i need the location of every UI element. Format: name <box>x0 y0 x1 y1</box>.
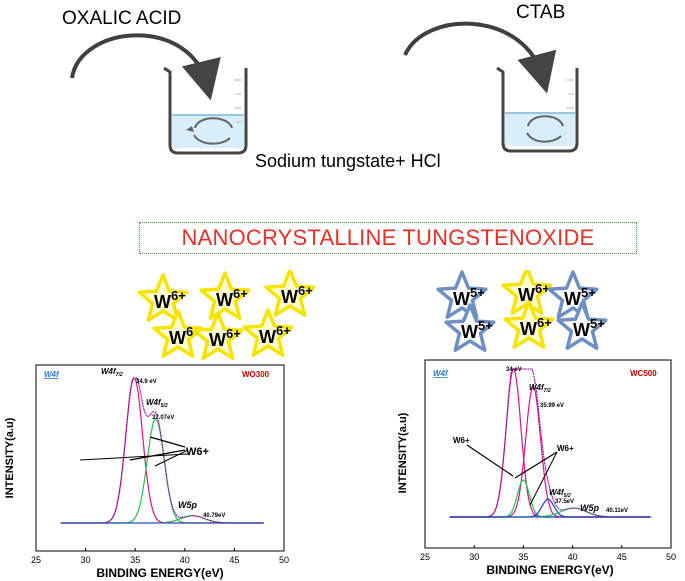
x-tick-label: 50 <box>666 552 676 562</box>
svg-text:W6+: W6+ <box>281 283 313 307</box>
y-axis-label: INTENSITY(a.u) <box>397 412 409 493</box>
sample-label: WC500 <box>630 369 657 378</box>
x-tick-label: 45 <box>617 552 627 562</box>
x-tick-label: 35 <box>518 552 528 562</box>
svg-text:W6+: W6+ <box>209 326 241 350</box>
peak-label-w5p: W5p <box>580 503 600 513</box>
left-ion-star: W6+ <box>242 308 294 357</box>
oxalic-acid-label: OXALIC ACID <box>62 8 182 29</box>
left-ion-star: W6+ <box>264 270 316 317</box>
ion-stars: W6+ W6+ W6+ W6+ W6+ W6+ W5+ W6+ W5+ W5+ W6+ W5+ <box>137 270 608 360</box>
svg-text:W5+: W5+ <box>573 316 605 340</box>
right-ion-star: W5+ <box>556 301 608 350</box>
fit-component-curve <box>60 377 264 524</box>
peak-energy-w6: 34 eV <box>506 367 522 373</box>
left-ion-star: W6+ <box>192 311 244 360</box>
svg-text:W5+: W5+ <box>461 318 493 342</box>
plot-frame <box>424 359 672 549</box>
right-addition-arrow <box>403 21 557 94</box>
ctab-label: CTAB <box>516 2 566 23</box>
corner-label: W4f <box>44 370 60 379</box>
peak-energy-w5p: 40.11eV <box>606 508 628 514</box>
peak-energy-w5p: 40.79eV <box>203 513 225 519</box>
synthesis-schematic <box>70 21 579 155</box>
plot-frame <box>35 364 285 552</box>
svg-text:W6+: W6+ <box>520 315 552 339</box>
left-beaker <box>163 66 248 155</box>
svg-text:W6+: W6+ <box>154 288 186 312</box>
right-beaker <box>496 66 579 153</box>
peak-label-w5p: W5p <box>178 500 198 510</box>
corner-label: W4f <box>433 369 449 378</box>
left-ion-star: W6+ <box>199 271 251 320</box>
svg-text:W5+: W5+ <box>564 285 596 309</box>
w6-arrow-right-a <box>466 444 514 477</box>
w6-arrow-left-1 <box>129 449 186 461</box>
peak-energy-w4f72: 34.9 eV <box>136 379 157 385</box>
peak-label-w4f72: W4f7/2 <box>101 367 123 378</box>
fit-component-curve <box>60 418 264 524</box>
sample-label: WO300 <box>242 370 270 379</box>
right-ion-star: W5+ <box>444 303 496 352</box>
x-tick-label: 30 <box>469 552 479 562</box>
svg-text:W6+: W6+ <box>169 324 201 348</box>
svg-text:W6+: W6+ <box>216 286 248 310</box>
product-title: NANOCRYSTALLINE TUNGSTENOXIDE <box>181 225 595 250</box>
x-tick-label: 50 <box>279 555 289 565</box>
left-ion-star: W6+ <box>152 309 204 358</box>
right-ion-star: W5+ <box>436 270 488 319</box>
svg-text:W6+: W6+ <box>518 281 550 305</box>
raw-data-curve <box>60 377 264 524</box>
w6-arrow-left-2 <box>149 436 186 448</box>
right-ion-star: W5+ <box>547 270 599 319</box>
left-addition-arrow <box>70 33 221 101</box>
x-axis-label: BINDING ENERGY(eV) <box>96 566 223 580</box>
stirring-icon <box>186 126 194 132</box>
peak-label-w4f52: W4f5/2 <box>146 398 168 409</box>
peak-energy-w4f72: 35.99 eV <box>540 403 564 409</box>
x-tick-label: 40 <box>180 555 190 565</box>
x-tick-label: 30 <box>81 555 91 565</box>
w6-annotation: W6+ <box>186 446 209 458</box>
w6-annotation-left: W6+ <box>453 436 470 445</box>
peak-label-w4f52: W4f5/2 <box>549 488 571 499</box>
x-tick-label: 35 <box>130 555 140 565</box>
svg-text:W6+: W6+ <box>259 323 291 347</box>
peak-label-w4f72: W4f7/2 <box>529 383 551 394</box>
right-ion-star: W6+ <box>503 300 555 349</box>
product-title-box: NANOCRYSTALLINE TUNGSTENOXIDE <box>139 222 637 254</box>
xps-chart-wc500: INTENSITY(a.u) BINDING ENERGY(eV) W4f WC… <box>397 359 676 577</box>
x-tick-label: 25 <box>420 552 430 562</box>
peak-energy-w4f52: 37.07eV <box>152 415 174 421</box>
solution-label: Sodium tungstate+ HCl <box>255 151 441 171</box>
w6-arrow-right-b <box>514 451 558 479</box>
x-tick-label: 40 <box>568 552 578 562</box>
xps-chart-wo300: INTENSITY(a.u) BINDING ENERGY(eV) W4f WO… <box>4 364 289 580</box>
x-tick-label: 45 <box>229 555 239 565</box>
x-axis-label: BINDING ENERGY(eV) <box>486 563 613 577</box>
peak-energy-w4f52: 37.5eV <box>555 499 574 505</box>
w6-annotation-right: W6+ <box>557 444 574 453</box>
x-tick-label: 25 <box>31 555 41 565</box>
left-ion-star: W6+ <box>137 273 189 322</box>
svg-text:W5+: W5+ <box>453 285 485 309</box>
y-axis-label: INTENSITY(a.u) <box>4 417 16 498</box>
envelope-curve <box>60 377 264 524</box>
